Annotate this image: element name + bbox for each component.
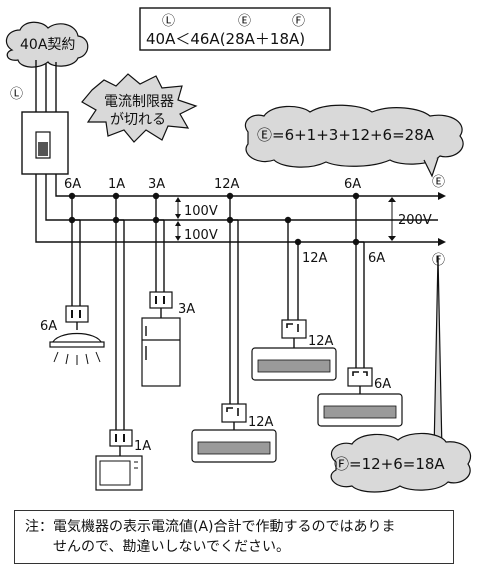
appliance-label-refrigerator: 3A	[178, 302, 195, 317]
note-line-1: 注：電気機器の表示電流値(A)合計で作動するのではありま	[25, 519, 396, 535]
header-letter-l: Ⓛ	[162, 14, 175, 29]
branch-drops	[71, 196, 365, 430]
appliance-label-microwave: 1A	[134, 439, 151, 454]
voltage-100v-bottom: 100V	[184, 228, 218, 243]
aircon-100v	[191, 403, 277, 463]
header-equation: Ⓛ Ⓔ Ⓕ 40A＜46A(28A＋18A)	[139, 7, 331, 51]
header-equation-text: 40A＜46A(28A＋18A)	[146, 30, 305, 48]
refrigerator	[141, 291, 181, 387]
breaker-trip-line1: 電流制限器	[104, 94, 174, 110]
header-letter-e: Ⓔ	[238, 14, 251, 29]
microwave	[95, 429, 143, 491]
contract-cloud: 40A契約 Ⓛ	[5, 21, 89, 102]
top-current-2: 1A	[108, 177, 125, 192]
appliance-label-aircon-200v-a: 12A	[308, 334, 334, 349]
top-current-3: 3A	[148, 177, 165, 192]
contract-label: 40A契約	[20, 37, 75, 53]
aircon-200v-a	[251, 319, 337, 381]
ceiling-light	[49, 305, 105, 365]
aircon-200v-b	[317, 367, 403, 427]
service-drop-lines	[35, 60, 57, 112]
current-limiter	[21, 111, 69, 175]
main-bus-lines	[35, 174, 438, 243]
appliance-label-aircon-200v-b: 6A	[374, 377, 391, 392]
sum-f-cloud: Ⓕ=12+6=18A	[330, 255, 472, 493]
top-current-4: 12A	[214, 177, 240, 192]
marker-e: Ⓔ	[432, 175, 445, 190]
voltage-100v-top: 100V	[184, 204, 218, 219]
sum-f-text: Ⓕ=12+6=18A	[334, 455, 445, 473]
lower-current-1: 12A	[302, 251, 328, 266]
breaker-trip-burst: 電流制限器 が切れる	[81, 73, 198, 143]
voltage-200v: 200V	[398, 213, 432, 228]
note-line-2: せんので、勘違いしないでください。	[53, 539, 291, 555]
sum-e-cloud: Ⓔ=6+1+3+12+6=28A	[244, 104, 464, 178]
disclaimer-note: 注：電気機器の表示電流値(A)合計で作動するのではありま せんので、勘違いしない…	[14, 510, 454, 564]
appliance-label-aircon-100v: 12A	[248, 415, 274, 430]
header-letter-f: Ⓕ	[292, 14, 305, 29]
sum-e-text: Ⓔ=6+1+3+12+6=28A	[257, 126, 435, 144]
top-current-1: 6A	[64, 177, 81, 192]
bus-arrows	[438, 192, 446, 246]
top-current-5: 6A	[344, 177, 361, 192]
appliance-label-ceiling-light: 6A	[40, 319, 57, 334]
contract-marker: Ⓛ	[10, 87, 23, 102]
lower-current-2: 6A	[368, 251, 385, 266]
breaker-trip-line2: が切れる	[110, 112, 166, 128]
